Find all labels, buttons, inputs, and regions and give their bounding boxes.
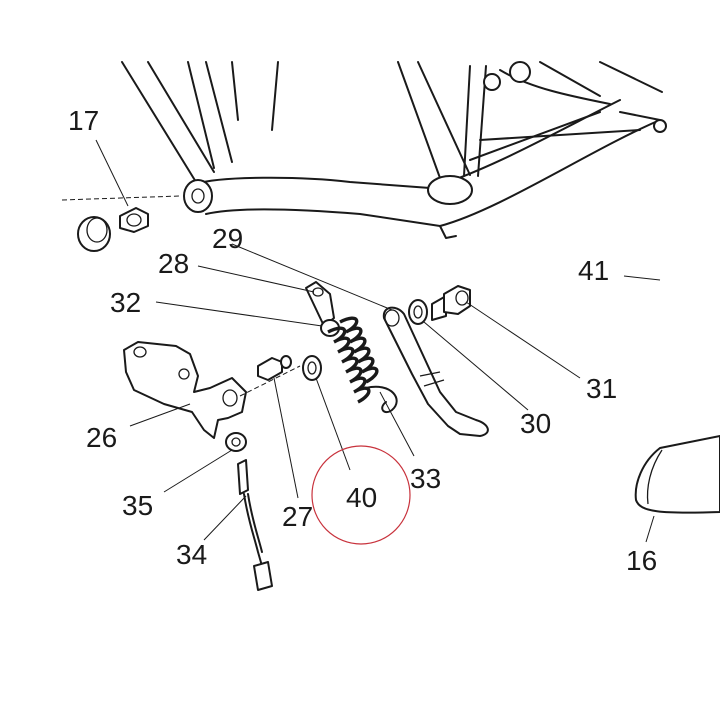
callout-32: 32: [110, 287, 141, 318]
part-34-sensor-cable: [237, 459, 273, 591]
callout-17: 17: [68, 105, 99, 136]
callout-30: 30: [520, 408, 551, 439]
callout-41: 41: [578, 255, 609, 286]
callout-33: 33: [410, 463, 441, 494]
part-31-bolt: [431, 285, 471, 321]
part-16-partial: [634, 435, 720, 514]
callout-28: 28: [158, 248, 189, 279]
leader-lines: [95, 139, 661, 543]
part-40-washer: [302, 355, 322, 381]
callout-16: 16: [626, 545, 657, 576]
part-27-stud: [239, 355, 301, 397]
callout-35: 35: [122, 490, 153, 521]
part-26-mounting-bracket: [123, 341, 247, 452]
part-30-washer: [408, 299, 428, 325]
callout-34: 34: [176, 539, 207, 570]
highlight-circle: [311, 445, 411, 545]
callout-40: 40: [346, 482, 377, 513]
part-33-spring: [305, 281, 398, 414]
part-17-cap-and-nut: [61, 195, 181, 252]
callout-29: 29: [212, 223, 243, 254]
callout-26: 26: [86, 422, 117, 453]
callout-31: 31: [586, 373, 617, 404]
frame-assembly: [121, 61, 667, 239]
callout-labels: 17 29 28 32 41 31 30 26 33 40 35 27 34 1…: [68, 105, 657, 576]
callout-27: 27: [282, 501, 313, 532]
part-29-side-stand: [382, 306, 489, 437]
